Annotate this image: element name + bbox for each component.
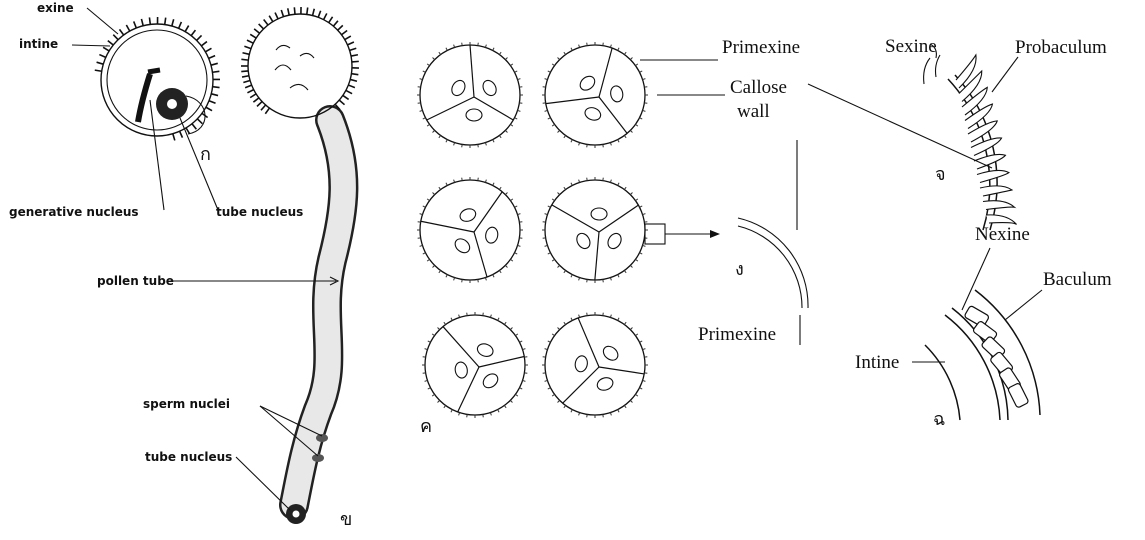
label-callose-wall-2: wall — [737, 101, 770, 122]
panel-letter-a: ก — [200, 144, 211, 165]
label-pollen-tube: pollen tube — [97, 274, 174, 288]
label-primexine-d: Primexine — [698, 324, 776, 345]
label-tube-nucleus-a: tube nucleus — [216, 205, 303, 219]
label-intine-a: intine — [19, 37, 58, 51]
tetrads-grid — [417, 42, 648, 418]
sperm-nucleus-2 — [312, 454, 324, 462]
generative-nucleus — [138, 74, 150, 122]
label-primexine-c: Primexine — [722, 37, 800, 58]
probaculum-wall-detail — [924, 55, 1017, 230]
pollen-tube — [294, 120, 343, 505]
exine-spines — [95, 17, 220, 140]
label-tube-nucleus-b: tube nucleus — [145, 450, 232, 464]
label-exine: exine — [37, 1, 74, 15]
pollen-grain-b — [241, 7, 359, 524]
pollen-grain-a — [95, 17, 220, 140]
sperm-nucleus-1 — [316, 434, 328, 442]
label-nexine: Nexine — [975, 224, 1030, 245]
baculum-wall-detail — [925, 290, 1040, 420]
panel-letter-d: ง — [735, 259, 744, 280]
panel-letter-b: ข — [340, 509, 352, 530]
label-sexine: Sexine — [885, 36, 937, 57]
enlargement-box — [645, 224, 665, 244]
label-generative-nucleus: generative nucleus — [9, 205, 139, 219]
panel-letter-e: จ — [935, 164, 946, 185]
label-callose-wall-1: Callose — [730, 77, 787, 98]
label-probaculum: Probaculum — [1015, 37, 1107, 58]
panel-letter-c: ค — [420, 416, 432, 437]
primexine-detail — [738, 140, 808, 345]
label-baculum: Baculum — [1043, 269, 1112, 290]
label-sperm-nuclei: sperm nuclei — [143, 397, 230, 411]
label-intine-f: Intine — [855, 352, 899, 373]
panel-letter-f: ฉ — [933, 409, 945, 430]
